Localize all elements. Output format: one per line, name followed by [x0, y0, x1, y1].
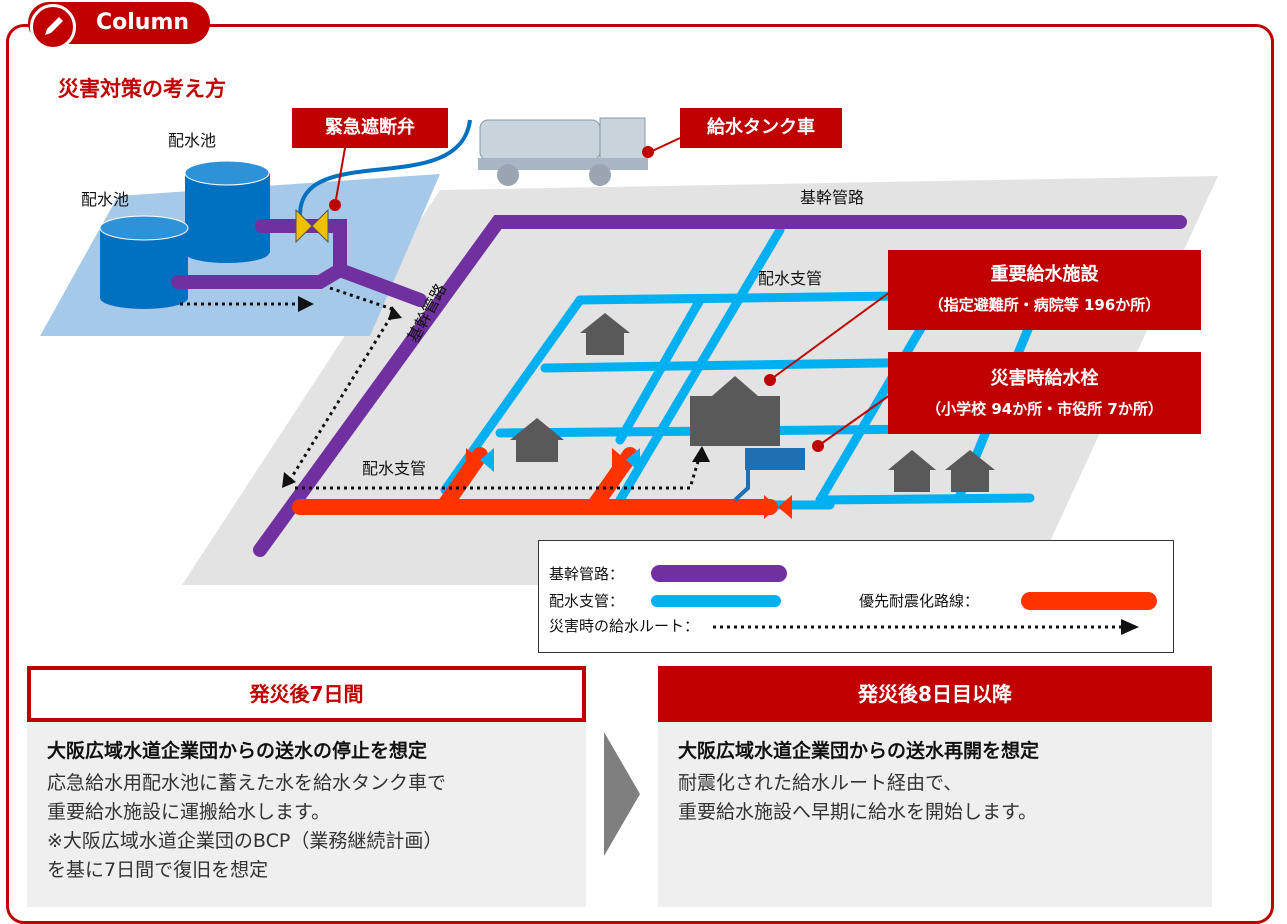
- distribution-label-top: 配水支管: [758, 269, 823, 288]
- legend-distribution-label: 配水支管：: [549, 592, 625, 610]
- phase1-heading: 大阪広域水道企業団からの送水の停止を想定: [47, 740, 428, 762]
- phase1-header: 発災後7日間: [27, 666, 586, 722]
- emergency-valve-label: 緊急遮断弁: [292, 108, 448, 148]
- legend-distribution-swatch: [651, 595, 781, 607]
- house-icon-2: [510, 418, 564, 462]
- route-arrowheads: [282, 296, 710, 488]
- emergency-route: [180, 286, 702, 490]
- legend-trunk-label: 基幹管路：: [549, 565, 625, 583]
- callout-lines: [334, 137, 891, 447]
- important-facility-callout: 重要給水施設 （指定避難所・病院等 196か所）: [888, 250, 1201, 330]
- phase2-body: 大阪広域水道企業団からの送水再開を想定 耐震化された給水ルート経由で、 重要給水…: [658, 722, 1212, 907]
- hydrant-title: 災害時給水栓: [990, 368, 1099, 389]
- valve-icon-2: [612, 448, 640, 472]
- legend-route-swatch: [713, 619, 1139, 635]
- house-icon-3: [888, 450, 936, 492]
- transition-arrow-icon: [604, 732, 640, 856]
- school-icon: [690, 376, 780, 446]
- legend: 基幹管路： 配水支管： 優先耐震化路線： 災害時の給水ルート：: [538, 540, 1174, 653]
- phase1-line-2: 重要給水施設に運搬給水します。: [47, 801, 331, 823]
- important-facility-sub: （指定避難所・病院等 196か所）: [928, 296, 1161, 314]
- truck-hose: [298, 119, 472, 216]
- important-facility-title: 重要給水施設: [990, 264, 1099, 285]
- distribution-label-bottom: 配水支管: [362, 459, 427, 478]
- phase1-line-4: を基に7日間で復旧を想定: [47, 859, 269, 881]
- emergency-valve-icon: [295, 208, 329, 244]
- phase1-line-3: ※大阪広域水道企業団のBCP（業務継続計画）: [47, 830, 443, 852]
- reservoir-label-1: 配水池: [168, 131, 217, 150]
- reservoir-tank-2: [99, 215, 189, 309]
- phase2-line-2: 重要給水施設へ早期に給水を開始します。: [678, 801, 1038, 823]
- phase1-line-1: 応急給水用配水池に蓄えた水を給水タンク車で: [47, 772, 447, 794]
- legend-priority-swatch: [1021, 592, 1157, 610]
- hydrant-callout: 災害時給水栓 （小学校 94か所・市役所 7か所）: [888, 352, 1201, 434]
- legend-route-label: 災害時の給水ルート：: [549, 617, 700, 635]
- page-title: 災害対策の考え方: [58, 77, 226, 101]
- water-truck-icon: [478, 117, 648, 186]
- phase2-line-1: 耐震化された給水ルート経由で、: [678, 772, 963, 794]
- valve-icon-3: [764, 495, 792, 519]
- valve-icon-1: [466, 448, 494, 472]
- house-icon-4: [945, 450, 995, 492]
- phase1-body: 大阪広域水道企業団からの送水の停止を想定 応急給水用配水池に蓄えた水を給水タンク…: [27, 722, 586, 907]
- legend-priority-label: 優先耐震化路線：: [859, 592, 980, 610]
- phase2-heading: 大阪広域水道企業団からの送水再開を想定: [678, 740, 1040, 762]
- callout-dots: [329, 146, 824, 452]
- trunk-main-label-top: 基幹管路: [800, 188, 865, 207]
- hydrant-sub: （小学校 94か所・市役所 7か所）: [926, 400, 1163, 418]
- hydrant-icon: [733, 448, 805, 502]
- water-truck-label: 給水タンク車: [680, 108, 842, 148]
- pencil-icon: [30, 4, 76, 50]
- house-icon-1: [580, 313, 630, 355]
- phase2-header: 発災後8日目以降: [658, 666, 1212, 722]
- reservoir-tank-1: [184, 160, 270, 263]
- legend-trunk-swatch: [651, 565, 787, 582]
- column-label: Column: [96, 10, 190, 35]
- reservoir-label-2: 配水池: [81, 190, 130, 209]
